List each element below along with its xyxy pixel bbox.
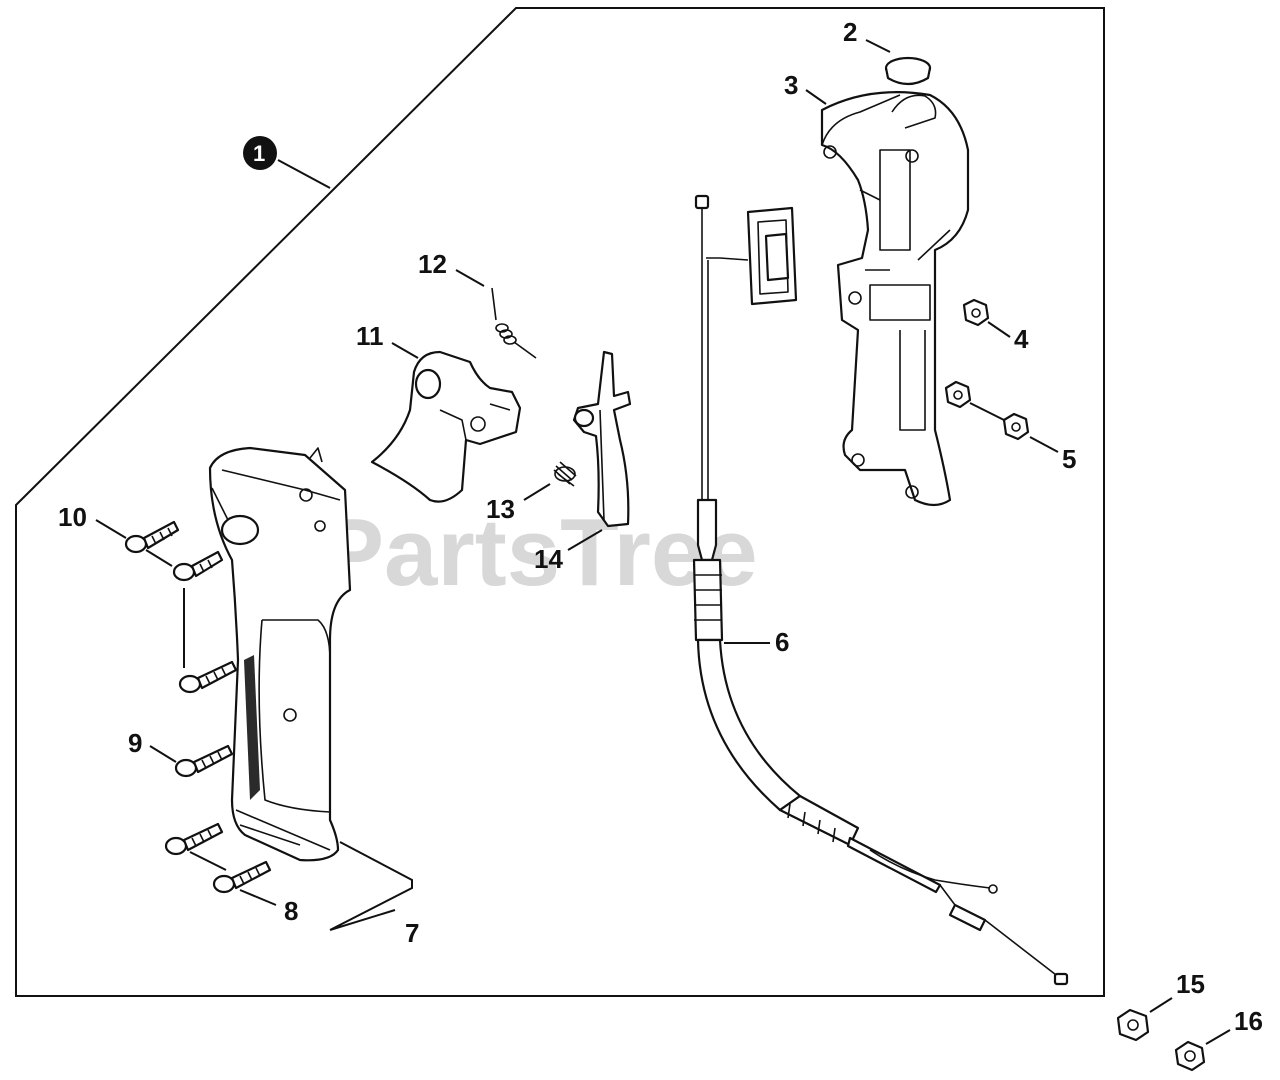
callout-4-label: 4 — [1014, 324, 1029, 354]
part-5-nuts[interactable] — [944, 380, 1030, 441]
part-8-screws[interactable] — [164, 822, 272, 894]
callout-5-leader-a — [969, 402, 1005, 421]
part-15-nut[interactable] — [1116, 1008, 1150, 1042]
callout-8-label: 8 — [284, 896, 298, 926]
callout-13-label: 13 — [486, 494, 515, 524]
part-12-torsion-spring[interactable] — [491, 287, 537, 359]
callout-2-label: 2 — [843, 17, 857, 47]
callout-4-leader — [987, 321, 1011, 338]
screw — [178, 660, 238, 694]
part-stop-switch[interactable] — [706, 206, 798, 306]
callout-8-leader — [189, 851, 277, 906]
callout-10[interactable]: 10 — [58, 502, 173, 567]
part-4-nut[interactable] — [962, 298, 990, 327]
callout-12-leader — [455, 269, 485, 287]
callout-11-leader — [391, 342, 419, 359]
callout-2-leader — [865, 39, 891, 53]
callout-13[interactable]: 13 — [486, 483, 551, 524]
callout-6-label: 6 — [775, 627, 789, 657]
callout-16-leader — [1205, 1029, 1231, 1045]
watermark: PartsTree — [320, 499, 758, 606]
callout-4[interactable]: 4 — [987, 321, 1029, 354]
callout-12[interactable]: 12 — [418, 249, 485, 287]
screw — [174, 744, 234, 778]
callout-12-label: 12 — [418, 249, 447, 279]
part-3-handle-half[interactable] — [820, 91, 970, 507]
part-6-throttle-cable[interactable] — [692, 194, 1069, 986]
callout-6[interactable]: 6 — [724, 627, 789, 657]
part-13-spring[interactable] — [553, 461, 577, 487]
callout-10-leader — [95, 519, 173, 567]
callout-14[interactable]: 14 — [534, 529, 603, 574]
callout-3-leader — [805, 89, 827, 105]
callout-15[interactable]: 15 — [1149, 969, 1205, 1013]
callout-1-badge — [243, 136, 277, 170]
callout-15-leader — [1149, 997, 1173, 1013]
part-7-handle-grip[interactable] — [208, 446, 352, 862]
screw — [124, 520, 180, 554]
callout-5[interactable]: 5 — [969, 402, 1076, 474]
callout-10-label: 10 — [58, 502, 87, 532]
callout-14-label: 14 — [534, 544, 563, 574]
screw — [212, 860, 272, 894]
callout-15-label: 15 — [1176, 969, 1205, 999]
callout-9-leader — [149, 745, 177, 763]
callout-9[interactable]: 9 — [128, 728, 177, 763]
callout-1[interactable]: 1 — [243, 136, 331, 189]
screw — [172, 550, 224, 582]
callout-8[interactable]: 8 — [189, 851, 298, 926]
part-14-throttle-trigger[interactable] — [572, 350, 632, 528]
callout-3-label: 3 — [784, 70, 798, 100]
part-10-screws[interactable] — [124, 520, 224, 668]
callout-14-leader — [567, 529, 603, 551]
part-2-plug-cap[interactable] — [884, 56, 932, 86]
callout-16-label: 16 — [1234, 1006, 1263, 1036]
callout-7-label: 7 — [405, 918, 419, 948]
callout-13-leader — [523, 483, 551, 501]
callout-7[interactable]: 7 — [329, 841, 419, 948]
screw — [164, 822, 224, 856]
callout-2[interactable]: 2 — [843, 17, 891, 53]
callout-5-leader-b — [1029, 436, 1059, 453]
callout-16[interactable]: 16 — [1205, 1006, 1263, 1045]
assembly-boundary — [15, 7, 1105, 997]
callout-5-label: 5 — [1062, 444, 1076, 474]
callout-9-label: 9 — [128, 728, 142, 758]
callout-3[interactable]: 3 — [784, 70, 827, 105]
callout-11-label: 11 — [356, 321, 384, 351]
callout-11[interactable]: 11 — [356, 321, 419, 359]
callout-7-leader — [329, 841, 413, 931]
callout-1-leader — [277, 159, 331, 189]
part-11-lock-lever[interactable] — [370, 350, 522, 503]
part-16-nut[interactable] — [1174, 1040, 1206, 1072]
callout-1-label: 1 — [253, 141, 265, 166]
part-9-screws[interactable] — [174, 660, 238, 778]
